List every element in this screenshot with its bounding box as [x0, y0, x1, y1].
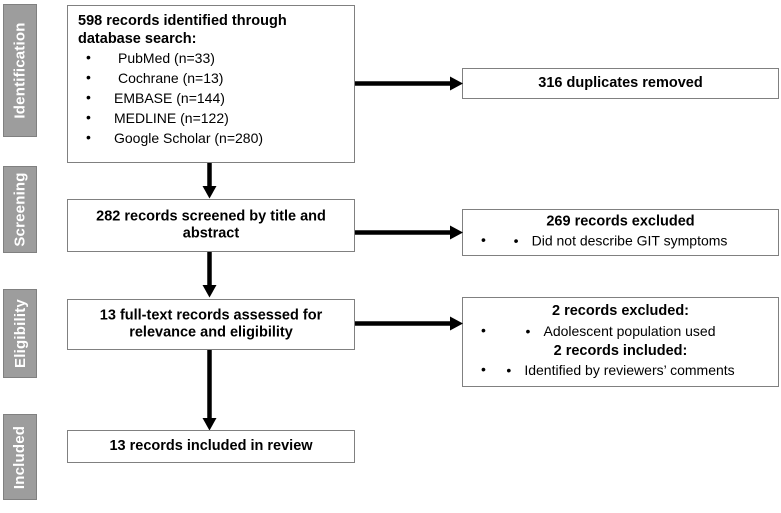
bullet-dot: •: [513, 232, 519, 249]
box-duplicates-removed-title: 316 duplicates removed: [538, 74, 703, 91]
box-records-identified: 598 records identified through database …: [67, 5, 355, 163]
box-included-in-review-title: 13 records included in review: [109, 437, 313, 454]
box-records-identified-bullets: PubMed (n=33) Cochrane (n=13) EMBASE (n=…: [74, 48, 348, 149]
arrow-screened-to-fulltext: [202, 252, 217, 298]
arrow-fulltext-to-included: [202, 350, 217, 431]
arrow-screened-to-excluded: [355, 225, 464, 240]
stage-bar-screening: Screening: [3, 166, 37, 253]
box-excluded-eligibility-bullets: • Adolescent population used: [469, 321, 772, 342]
stage-label-eligibility: Eligibility: [11, 299, 29, 368]
list-item-text: Did not describe GIT symptoms: [531, 232, 728, 249]
stage-label-included: Included: [11, 425, 29, 489]
box-records-excluded-screening-title: 269 records excluded: [546, 213, 695, 230]
box-records-screened-title: 282 records screened by title and abstra…: [96, 207, 326, 242]
bullet-dot: •: [506, 362, 512, 379]
list-item: • Identified by reviewers’ comments: [469, 360, 772, 381]
box-included-eligibility-title: 2 records included:: [553, 342, 688, 359]
box-duplicates-removed: 316 duplicates removed: [462, 68, 779, 99]
box-excluded-eligibility-title: 2 records excluded:: [552, 302, 689, 319]
stage-label-identification: Identification: [11, 22, 29, 119]
box-records-screened: 282 records screened by title and abstra…: [67, 199, 355, 252]
list-item: PubMed (n=33): [74, 48, 348, 69]
list-item: MEDLINE (n=122): [74, 108, 348, 129]
arrow-identified-to-duplicates: [355, 76, 464, 91]
stage-label-screening: Screening: [11, 172, 29, 247]
list-item: • Adolescent population used: [469, 321, 772, 342]
box-records-identified-title: 598 records identified through database …: [78, 13, 287, 47]
list-item: EMBASE (n=144): [74, 88, 348, 109]
box-records-excluded-screening-bullets: • Did not describe GIT symptoms: [469, 231, 772, 252]
box-included-eligibility-bullets: • Identified by reviewers’ comments: [469, 360, 772, 381]
stage-bar-identification: Identification: [3, 4, 37, 137]
box-records-excluded-screening: 269 records excluded • Did not describe G…: [462, 209, 779, 256]
box-fulltext-assessed: 13 full-text records assessed for releva…: [67, 299, 355, 350]
arrow-fulltext-to-excluded-included: [355, 316, 464, 331]
list-item: Cochrane (n=13): [74, 68, 348, 89]
box-fulltext-assessed-title: 13 full-text records assessed for releva…: [99, 306, 323, 341]
box-excluded-included-eligibility: 2 records excluded: • Adolescent populati…: [462, 297, 779, 387]
stage-bar-eligibility: Eligibility: [3, 289, 37, 378]
arrow-identified-to-screened: [202, 163, 217, 199]
stage-bar-included: Included: [3, 414, 37, 500]
box-included-in-review: 13 records included in review: [67, 430, 355, 463]
bullet-dot: •: [525, 322, 531, 339]
list-item-text: Identified by reviewers’ comments: [524, 362, 735, 379]
list-item: Google Scholar (n=280): [74, 128, 348, 149]
list-item-text: Adolescent population used: [543, 322, 716, 339]
list-item: • Did not describe GIT symptoms: [469, 231, 772, 252]
